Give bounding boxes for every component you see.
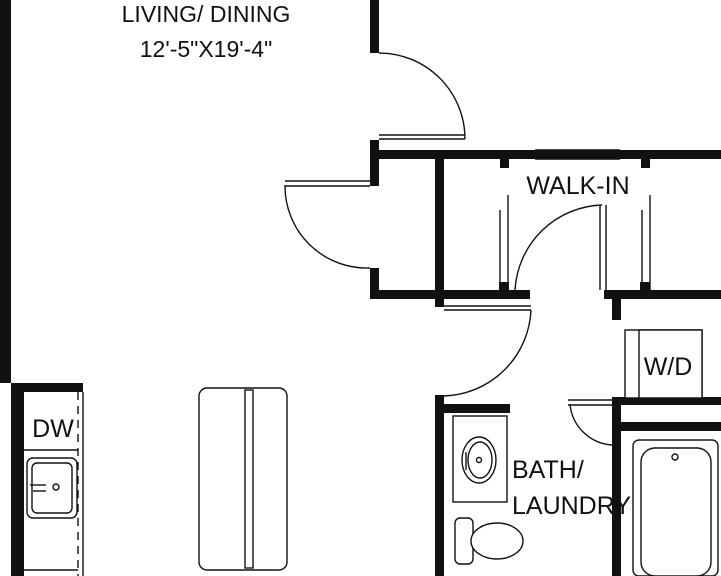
wall-closet-bottom-b [604, 290, 721, 299]
kitchen-sink-basin [31, 462, 73, 514]
walk-in-label: WALK-IN [526, 172, 629, 200]
wall-closet-top [370, 150, 721, 159]
wall-tub-left [612, 402, 621, 576]
kitchen-sink-drain [52, 483, 60, 491]
bathtub-inner [640, 447, 712, 576]
washer-dryer-inner [638, 329, 703, 399]
wall-wd-left [612, 290, 621, 320]
bath-label-line2: LAUNDRY [512, 492, 631, 520]
bathtub-drain [671, 453, 679, 461]
living-dining-label: LIVING/ DINING [122, 1, 291, 27]
washer-dryer-label: W/D [644, 353, 693, 381]
wall-bath-left [435, 395, 444, 576]
room-labels: LIVING/ DINING 12'-5"X19'-4" WALK-IN W/D… [32, 1, 692, 520]
door-walkin-swing [514, 204, 603, 291]
wall-closet-left-a [370, 140, 379, 186]
bath-label-line1: BATH/ [512, 456, 584, 484]
door-bedroom-swing [378, 52, 466, 140]
closet-stop-right [640, 282, 650, 290]
wall-wd-bottom [612, 397, 721, 405]
door-closet-swing [284, 184, 371, 269]
wall-left-outer [0, 0, 11, 383]
refrigerator [198, 387, 288, 571]
fixtures [24, 329, 719, 576]
closet-post-right [641, 159, 650, 168]
vanity-drain [475, 456, 483, 464]
living-dining-dimensions: 12'-5"X19'-4" [140, 36, 273, 62]
refrigerator-handle [244, 389, 254, 569]
door-bath-swing [443, 309, 532, 397]
wall-closet-left-b [370, 268, 379, 299]
wall-tub-top [612, 422, 721, 431]
door-wd-swing [569, 403, 613, 446]
wall-kitchen-top [11, 383, 83, 392]
doors [284, 52, 613, 446]
wall-bath-top [444, 404, 510, 413]
closet-post-left [500, 159, 509, 168]
wall-closet-bottom-a [370, 290, 530, 299]
wall-hall-inner [435, 150, 444, 307]
wall-bedroom-left [370, 0, 379, 53]
closet-rods [499, 149, 651, 290]
wall-kitchen-left [11, 383, 24, 576]
dishwasher-label: DW [32, 415, 74, 443]
toilet-bowl [470, 522, 524, 560]
closet-stop-left [499, 282, 509, 290]
